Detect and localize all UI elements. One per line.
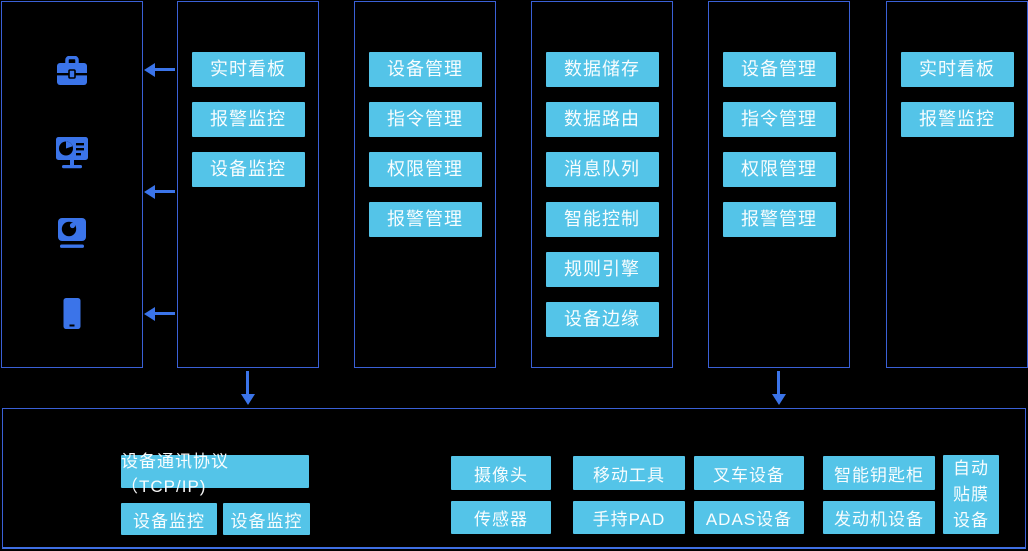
auto-film-device-label: 自动贴膜设备 bbox=[953, 458, 989, 530]
smart-key-cabinet-button[interactable]: 智能钥匙柜 bbox=[823, 456, 935, 490]
panel-monitoring-app-left: 实时看板 报警监控 设备监控 bbox=[177, 1, 319, 368]
realtime-dashboard-button[interactable]: 实时看板 bbox=[191, 52, 305, 87]
realtime-dashboard-button[interactable]: 实时看板 bbox=[900, 52, 1014, 87]
panel-device-access: 设备通讯协议（TCP/IP) 设备监控 设备监控 摄像头 移动工具 叉车设备 智… bbox=[2, 408, 1026, 549]
message-queue-button[interactable]: 消息队列 bbox=[545, 152, 659, 187]
panel-iot-core: 数据储存 数据路由 消息队列 智能控制 规则引擎 设备边缘 bbox=[531, 1, 673, 368]
rule-engine-button[interactable]: 规则引擎 bbox=[545, 252, 659, 287]
device-edge-button[interactable]: 设备边缘 bbox=[545, 302, 659, 337]
alarm-monitor-button[interactable]: 报警监控 bbox=[191, 102, 305, 137]
alarm-mgmt-button[interactable]: 报警管理 bbox=[368, 202, 482, 237]
arrow-left-icon bbox=[144, 63, 175, 77]
panel-management-left: 设备管理 指令管理 权限管理 报警管理 bbox=[354, 1, 496, 368]
device-monitor-button[interactable]: 设备监控 bbox=[223, 503, 310, 535]
mobile-tool-button[interactable]: 移动工具 bbox=[573, 456, 685, 490]
arrow-down-icon bbox=[772, 371, 786, 405]
panel-monitoring-app-right: 实时看板 报警监控 bbox=[886, 1, 1028, 368]
alarm-mgmt-button[interactable]: 报警管理 bbox=[722, 202, 836, 237]
phone-icon bbox=[63, 298, 81, 334]
command-mgmt-button[interactable]: 指令管理 bbox=[722, 102, 836, 137]
sensor-device-button[interactable]: 传感器 bbox=[451, 501, 551, 534]
handheld-pad-button[interactable]: 手持PAD bbox=[573, 501, 685, 534]
alarm-monitor-button[interactable]: 报警监控 bbox=[900, 102, 1014, 137]
monitor-chart-icon bbox=[55, 137, 89, 174]
device-monitor-button[interactable]: 设备监控 bbox=[191, 152, 305, 187]
forklift-device-button[interactable]: 叉车设备 bbox=[694, 456, 804, 490]
adas-device-button[interactable]: ADAS设备 bbox=[694, 501, 804, 534]
camera-device-button[interactable]: 摄像头 bbox=[451, 456, 551, 490]
data-storage-button[interactable]: 数据储存 bbox=[545, 52, 659, 87]
panel-management-right: 设备管理 指令管理 权限管理 报警管理 bbox=[708, 1, 850, 368]
arrow-left-icon bbox=[144, 307, 175, 321]
permission-mgmt-button[interactable]: 权限管理 bbox=[722, 152, 836, 187]
smart-control-button[interactable]: 智能控制 bbox=[545, 202, 659, 237]
panel-terminal-devices bbox=[1, 1, 143, 368]
command-mgmt-button[interactable]: 指令管理 bbox=[368, 102, 482, 137]
device-mgmt-button[interactable]: 设备管理 bbox=[368, 52, 482, 87]
arrow-left-icon bbox=[144, 185, 175, 199]
device-monitor-button[interactable]: 设备监控 bbox=[121, 503, 217, 535]
permission-mgmt-button[interactable]: 权限管理 bbox=[368, 152, 482, 187]
protocol-tcpip-button[interactable]: 设备通讯协议（TCP/IP) bbox=[121, 452, 309, 496]
data-routing-button[interactable]: 数据路由 bbox=[545, 102, 659, 137]
arrow-down-icon bbox=[241, 371, 255, 405]
engine-device-button[interactable]: 发动机设备 bbox=[823, 501, 935, 534]
auto-film-device-button[interactable]: 自动贴膜设备 bbox=[943, 455, 999, 534]
camera-icon bbox=[55, 218, 89, 254]
briefcase-icon bbox=[56, 55, 88, 92]
device-mgmt-button[interactable]: 设备管理 bbox=[722, 52, 836, 87]
